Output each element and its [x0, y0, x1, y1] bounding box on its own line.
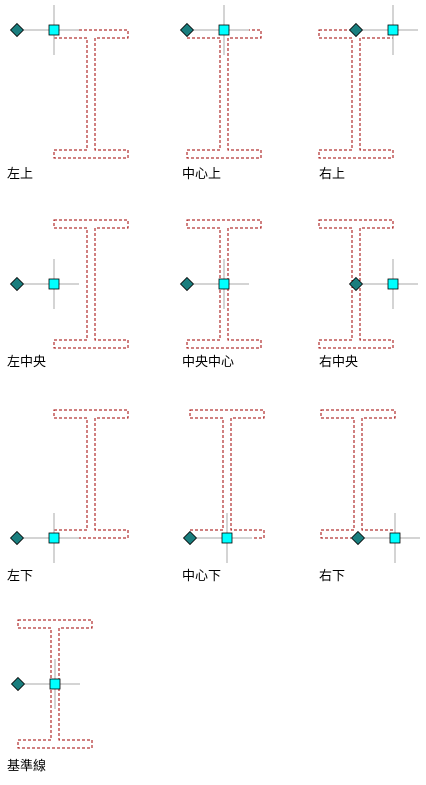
cell-label: 右上 — [319, 167, 345, 182]
cell-label: 中心下 — [182, 569, 221, 584]
i-beam-outline — [17, 619, 93, 749]
cell-middle-center: 中央中心 — [179, 219, 262, 370]
diamond-icon — [348, 22, 364, 38]
square-icon — [221, 532, 233, 544]
diamond-icon — [179, 22, 195, 38]
cell-bottom-right: 右下 — [319, 409, 420, 584]
i-beam-outline — [53, 29, 129, 159]
square-icon — [389, 532, 401, 544]
diamond-icon — [179, 276, 195, 292]
square-icon — [48, 278, 60, 290]
cell-label: 左下 — [7, 569, 33, 584]
square-icon — [48, 24, 60, 36]
cell-top-center: 中心上 — [179, 5, 262, 182]
i-beam-outline — [189, 409, 265, 539]
cell-label: 右下 — [319, 569, 345, 584]
cell-label: 中央中心 — [182, 355, 234, 370]
square-icon — [218, 278, 230, 290]
cell-label: 基準線 — [7, 758, 46, 774]
square-icon — [387, 24, 399, 36]
cell-label: 左中央 — [7, 355, 46, 370]
cell-label: 左上 — [7, 167, 33, 182]
diamond-icon — [9, 22, 25, 38]
diamond-icon — [350, 530, 366, 546]
square-icon — [387, 278, 399, 290]
i-beam-outline — [318, 219, 394, 349]
diamond-icon — [9, 276, 25, 292]
cell-baseline: 基準線 — [7, 619, 93, 774]
i-beam-outline — [320, 409, 396, 539]
i-beam-outline — [186, 219, 262, 349]
cell-middle-right: 右中央 — [318, 219, 418, 370]
cell-label: 中心上 — [182, 167, 221, 182]
cell-bottom-center: 中心下 — [182, 409, 265, 584]
diamond-icon — [348, 276, 364, 292]
cell-top-left: 左上 — [7, 5, 129, 182]
diamond-icon — [10, 676, 26, 692]
square-icon — [48, 532, 60, 544]
diamond-icon — [9, 530, 25, 546]
i-beam-outline — [53, 409, 129, 539]
i-beam-outline — [186, 29, 262, 159]
cell-middle-left: 左中央 — [7, 219, 129, 370]
cell-label: 右中央 — [319, 355, 358, 370]
cell-bottom-left: 左下 — [7, 409, 129, 584]
square-icon — [218, 24, 230, 36]
i-beam-outline — [53, 219, 129, 349]
i-beam-outline — [318, 29, 394, 159]
cell-top-right: 右上 — [318, 5, 418, 182]
square-icon — [49, 678, 61, 690]
diamond-icon — [182, 530, 198, 546]
